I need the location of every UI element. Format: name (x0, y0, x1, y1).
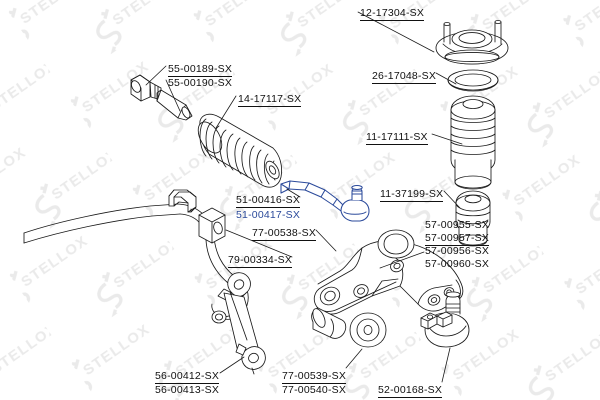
part-number-label-57-00960-sx: 57-00960-SX (425, 258, 490, 270)
part-number-label-51-00417-sx: 51-00417-SX (236, 209, 301, 221)
part-stabilizer-bar-bushing (198, 207, 226, 244)
part-number-label-11-17111-sx: 11-17111-SX (366, 131, 428, 145)
part-outer-tie-rod-end (280, 180, 370, 222)
leader-lines (145, 11, 463, 383)
part-number-label-57-00955-sx: 57-00955-SX (425, 219, 490, 231)
part-stabilizer-link-rod (217, 272, 266, 375)
part-lower-ball-joint (420, 291, 470, 348)
part-steering-rack-boot-bellows (197, 113, 283, 188)
part-control-arm-front-bushing-shell (311, 307, 347, 339)
part-front-control-arm (313, 229, 464, 315)
part-number-label-55-00190-sx: 55-00190-SX (168, 77, 233, 89)
part-strut-top-mount (435, 20, 509, 65)
part-number-label-12-17304-sx: 12-17304-SX (360, 7, 425, 21)
part-number-label-56-00413-sx: 56-00413-SX (155, 384, 220, 396)
part-number-label-79-00334-sx: 79-00334-SX (228, 254, 293, 268)
part-number-label-57-00956-sx: 57-00956-SX (425, 245, 490, 257)
part-number-label-56-00412-sx: 56-00412-SX (155, 370, 220, 384)
part-bump-stop-rubber-buffer (455, 190, 491, 247)
part-number-label-77-00539-sx: 77-00539-SX (282, 370, 347, 384)
part-number-label-77-00540-sx: 77-00540-SX (282, 384, 347, 396)
part-number-label-11-37199-sx: 11-37199-SX (380, 188, 444, 202)
part-number-label-57-00957-sx: 57-00957-SX (425, 232, 490, 246)
part-number-label-55-00189-sx: 55-00189-SX (168, 63, 233, 77)
part-number-label-14-17117-sx: 14-17117-SX (238, 93, 302, 107)
part-number-label-51-00416-sx: 51-00416-SX (236, 194, 301, 208)
part-number-label-26-17048-sx: 26-17048-SX (372, 70, 437, 84)
part-shock-absorber-dust-boot (450, 95, 496, 190)
part-control-arm-rear-bushing (349, 312, 387, 348)
part-strut-mount-bearing-ring (447, 69, 499, 92)
part-stabilizer-bar-bracket (168, 189, 197, 213)
part-number-label-77-00538-sx: 77-00538-SX (252, 227, 317, 241)
part-inner-tie-rod-axial-joint (130, 74, 193, 121)
part-number-label-52-00168-sx: 52-00168-SX (378, 384, 443, 398)
